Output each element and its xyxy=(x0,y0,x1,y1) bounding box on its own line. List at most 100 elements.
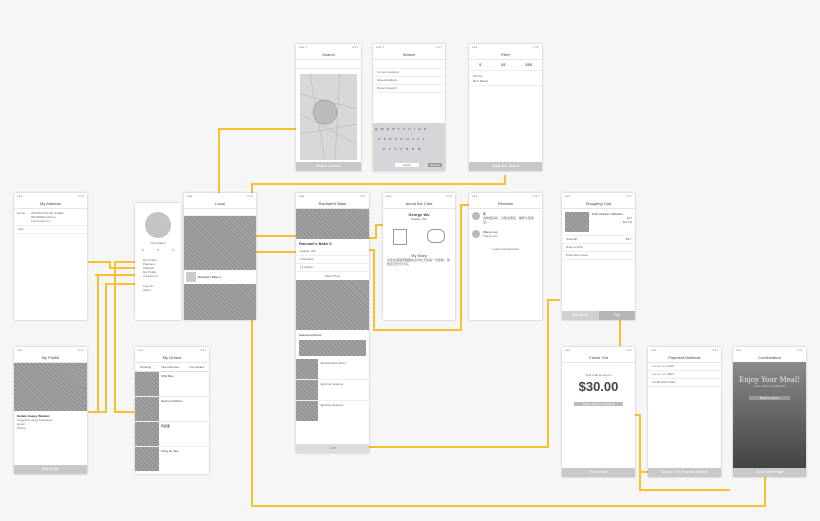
search-bar[interactable] xyxy=(296,60,361,69)
edit-profile-button[interactable]: Edit Profile xyxy=(14,465,87,474)
apply-search-button[interactable]: Apply and Search xyxy=(469,162,542,171)
order-page-button[interactable]: Go to Order Page xyxy=(733,468,806,477)
screen-header: Shopping Cart xyxy=(562,199,635,209)
keyboard-row-1[interactable]: QWERTYUIOP xyxy=(375,127,430,131)
order-row[interactable]: Chili Mao xyxy=(135,372,209,397)
connector-cart-line xyxy=(361,299,560,448)
status-bar: ●●●9:41 xyxy=(472,194,539,198)
sort-option[interactable]: Best Rated xyxy=(469,78,542,86)
connector-home-detail-to-filter xyxy=(251,175,506,196)
chef-name: Chef Name xyxy=(150,241,166,245)
tab-completed[interactable]: Completed xyxy=(189,365,204,369)
price-option[interactable]: $$$ xyxy=(525,62,533,67)
screen-home: ●●●9:41 Local Rachael's Bake It xyxy=(184,193,256,320)
subtotal-row: Subtotal$27 xyxy=(562,236,635,244)
address-line: Lorem ipsum 1 xyxy=(31,219,51,223)
list-item[interactable]: Saved Address xyxy=(373,77,445,85)
order-name: Kung Fu Tea xyxy=(161,449,178,453)
payment-option[interactable]: •••• •••• •••• 0218 xyxy=(648,363,721,371)
screen-header: About the Chef xyxy=(383,199,455,209)
keyboard-row-3[interactable]: ZXCVBNM xyxy=(383,147,425,151)
card[interactable]: Rachael's Bake It xyxy=(184,270,256,284)
order-row[interactable]: Nancy's Kitchen xyxy=(135,397,209,422)
space-key[interactable]: space xyxy=(395,163,419,167)
dish-row[interactable]: Japchae Sesame xyxy=(296,401,369,421)
order-thumbnail xyxy=(135,397,159,421)
avatar xyxy=(472,230,480,238)
featured-image[interactable] xyxy=(184,216,256,270)
screen-header: Rachael's Bake xyxy=(296,199,369,209)
review-item: 李食物很好吃，分量也很足，推荐大家尝试。 xyxy=(469,209,542,227)
info-reviews[interactable]: 5 Reviews xyxy=(296,256,369,264)
order-row[interactable]: 阿嬷面 xyxy=(135,422,209,447)
payment-option[interactable]: •••• •••• •••• 4521 xyxy=(648,371,721,379)
search-location-button[interactable]: Search Location xyxy=(296,162,361,171)
pay-button[interactable]: Pay xyxy=(598,311,635,320)
dish-name: Japchae Sesame xyxy=(320,403,344,407)
avatar[interactable] xyxy=(145,212,171,238)
menu-item-address[interactable]: Address xyxy=(143,266,155,270)
about-link[interactable]: About xyxy=(143,288,151,292)
profile-photo[interactable] xyxy=(14,363,87,411)
search-input[interactable] xyxy=(373,60,445,69)
subtotal-label: Subtotal xyxy=(566,237,578,241)
price-option[interactable]: $$ xyxy=(501,62,506,67)
address-line: WA 98109 (Home) xyxy=(31,215,56,219)
dish-row[interactable]: Japchae Sesame xyxy=(296,380,369,401)
back-home-button[interactable]: Back to Home xyxy=(749,396,790,400)
search-key[interactable]: Search xyxy=(428,163,442,167)
load-more-link[interactable]: Load more Reviews xyxy=(492,247,519,251)
menu-item-orders[interactable]: My Orders xyxy=(143,258,158,262)
note-field[interactable]: Note to Chef xyxy=(562,244,635,252)
dish-strip[interactable] xyxy=(299,340,366,356)
info-location[interactable]: Seattle, WA xyxy=(296,248,369,256)
cart-item[interactable]: Pork Chicken Yakisoba$27$27.00 xyxy=(562,209,635,236)
screen-checkout: ●●●9:41 Check Out Your total amount is $… xyxy=(562,347,635,477)
price-option[interactable]: $ xyxy=(478,62,482,67)
list-item[interactable]: Recent Search xyxy=(373,85,445,93)
info-dishes[interactable]: 13 dishes xyxy=(296,264,369,272)
payment-option[interactable]: Credit Debit Card xyxy=(648,379,721,387)
choose-payment-button[interactable]: Choose This Payment Method xyxy=(648,468,721,477)
add-address-button[interactable]: Add xyxy=(14,226,87,234)
cover-image[interactable] xyxy=(296,209,369,239)
keyboard[interactable]: QWERTYUIOP ASDFGHJKL ZXCVBNM space Searc… xyxy=(373,123,445,171)
promo-field[interactable]: Promotion Code xyxy=(562,252,635,260)
keyboard-row-2[interactable]: ASDFGHJKL xyxy=(378,137,429,141)
screen-search-map: ●●● ✈9:41 Search Search Location xyxy=(296,44,361,171)
menu-item-profile[interactable]: My Profile xyxy=(143,270,157,274)
address-line: 2223 8th Ave #8, Seattle xyxy=(31,211,64,215)
second-image[interactable] xyxy=(184,284,256,320)
list-item[interactable]: Current Location xyxy=(373,69,445,77)
menu-item-contact[interactable]: Contact Us xyxy=(143,274,158,278)
select-payment-button[interactable]: Select Payment Method xyxy=(574,402,623,406)
screen-header: Search xyxy=(296,50,361,60)
item-thumbnail xyxy=(565,212,589,232)
logout-link[interactable]: Log out xyxy=(143,284,154,288)
dish-row[interactable]: Japchae Rice Bowl xyxy=(296,359,369,380)
hero-image: Enjoy Your Meal! Your order is confirmed… xyxy=(733,362,806,468)
cloud-icon xyxy=(427,229,445,243)
gallery-image[interactable] xyxy=(296,280,369,330)
place-order-button[interactable]: Place Order xyxy=(562,468,635,477)
menu-item-payment[interactable]: Payment xyxy=(143,262,155,266)
order-tabs[interactable]: Pending Need Review Completed xyxy=(135,363,209,372)
tab-pending[interactable]: Pending xyxy=(140,365,152,369)
dish-thumbnail xyxy=(296,401,318,421)
price-filter[interactable]: $ $$ $$$ xyxy=(469,60,542,71)
pickup-time[interactable]: Select Time xyxy=(324,274,341,278)
order-row[interactable]: Kung Fu Tea xyxy=(135,447,209,471)
add-items-button[interactable]: Add Items xyxy=(562,311,599,320)
screen-filter: ●●●9:41 Filter $ $$ $$$ Sort by Best Rat… xyxy=(469,44,542,171)
status-bar: ●●●9:41 xyxy=(187,194,253,198)
profile-name: Natalie Huang (Natalie) xyxy=(17,414,50,418)
total-amount: $30.00 xyxy=(578,379,619,394)
address-item-home[interactable]: Home 2223 8th Ave #8, Seattle WA 98109 (… xyxy=(14,209,87,226)
screen-confirmation: ●●●9:41 Confirmation Enjoy Your Meal! Yo… xyxy=(733,347,806,477)
map-view[interactable] xyxy=(299,73,358,161)
filter-bar[interactable] xyxy=(184,209,256,216)
connector-menu-address xyxy=(88,261,140,269)
cart-bar[interactable]: Cart xyxy=(296,444,369,453)
tab-need-review[interactable]: Need Review xyxy=(161,365,180,369)
